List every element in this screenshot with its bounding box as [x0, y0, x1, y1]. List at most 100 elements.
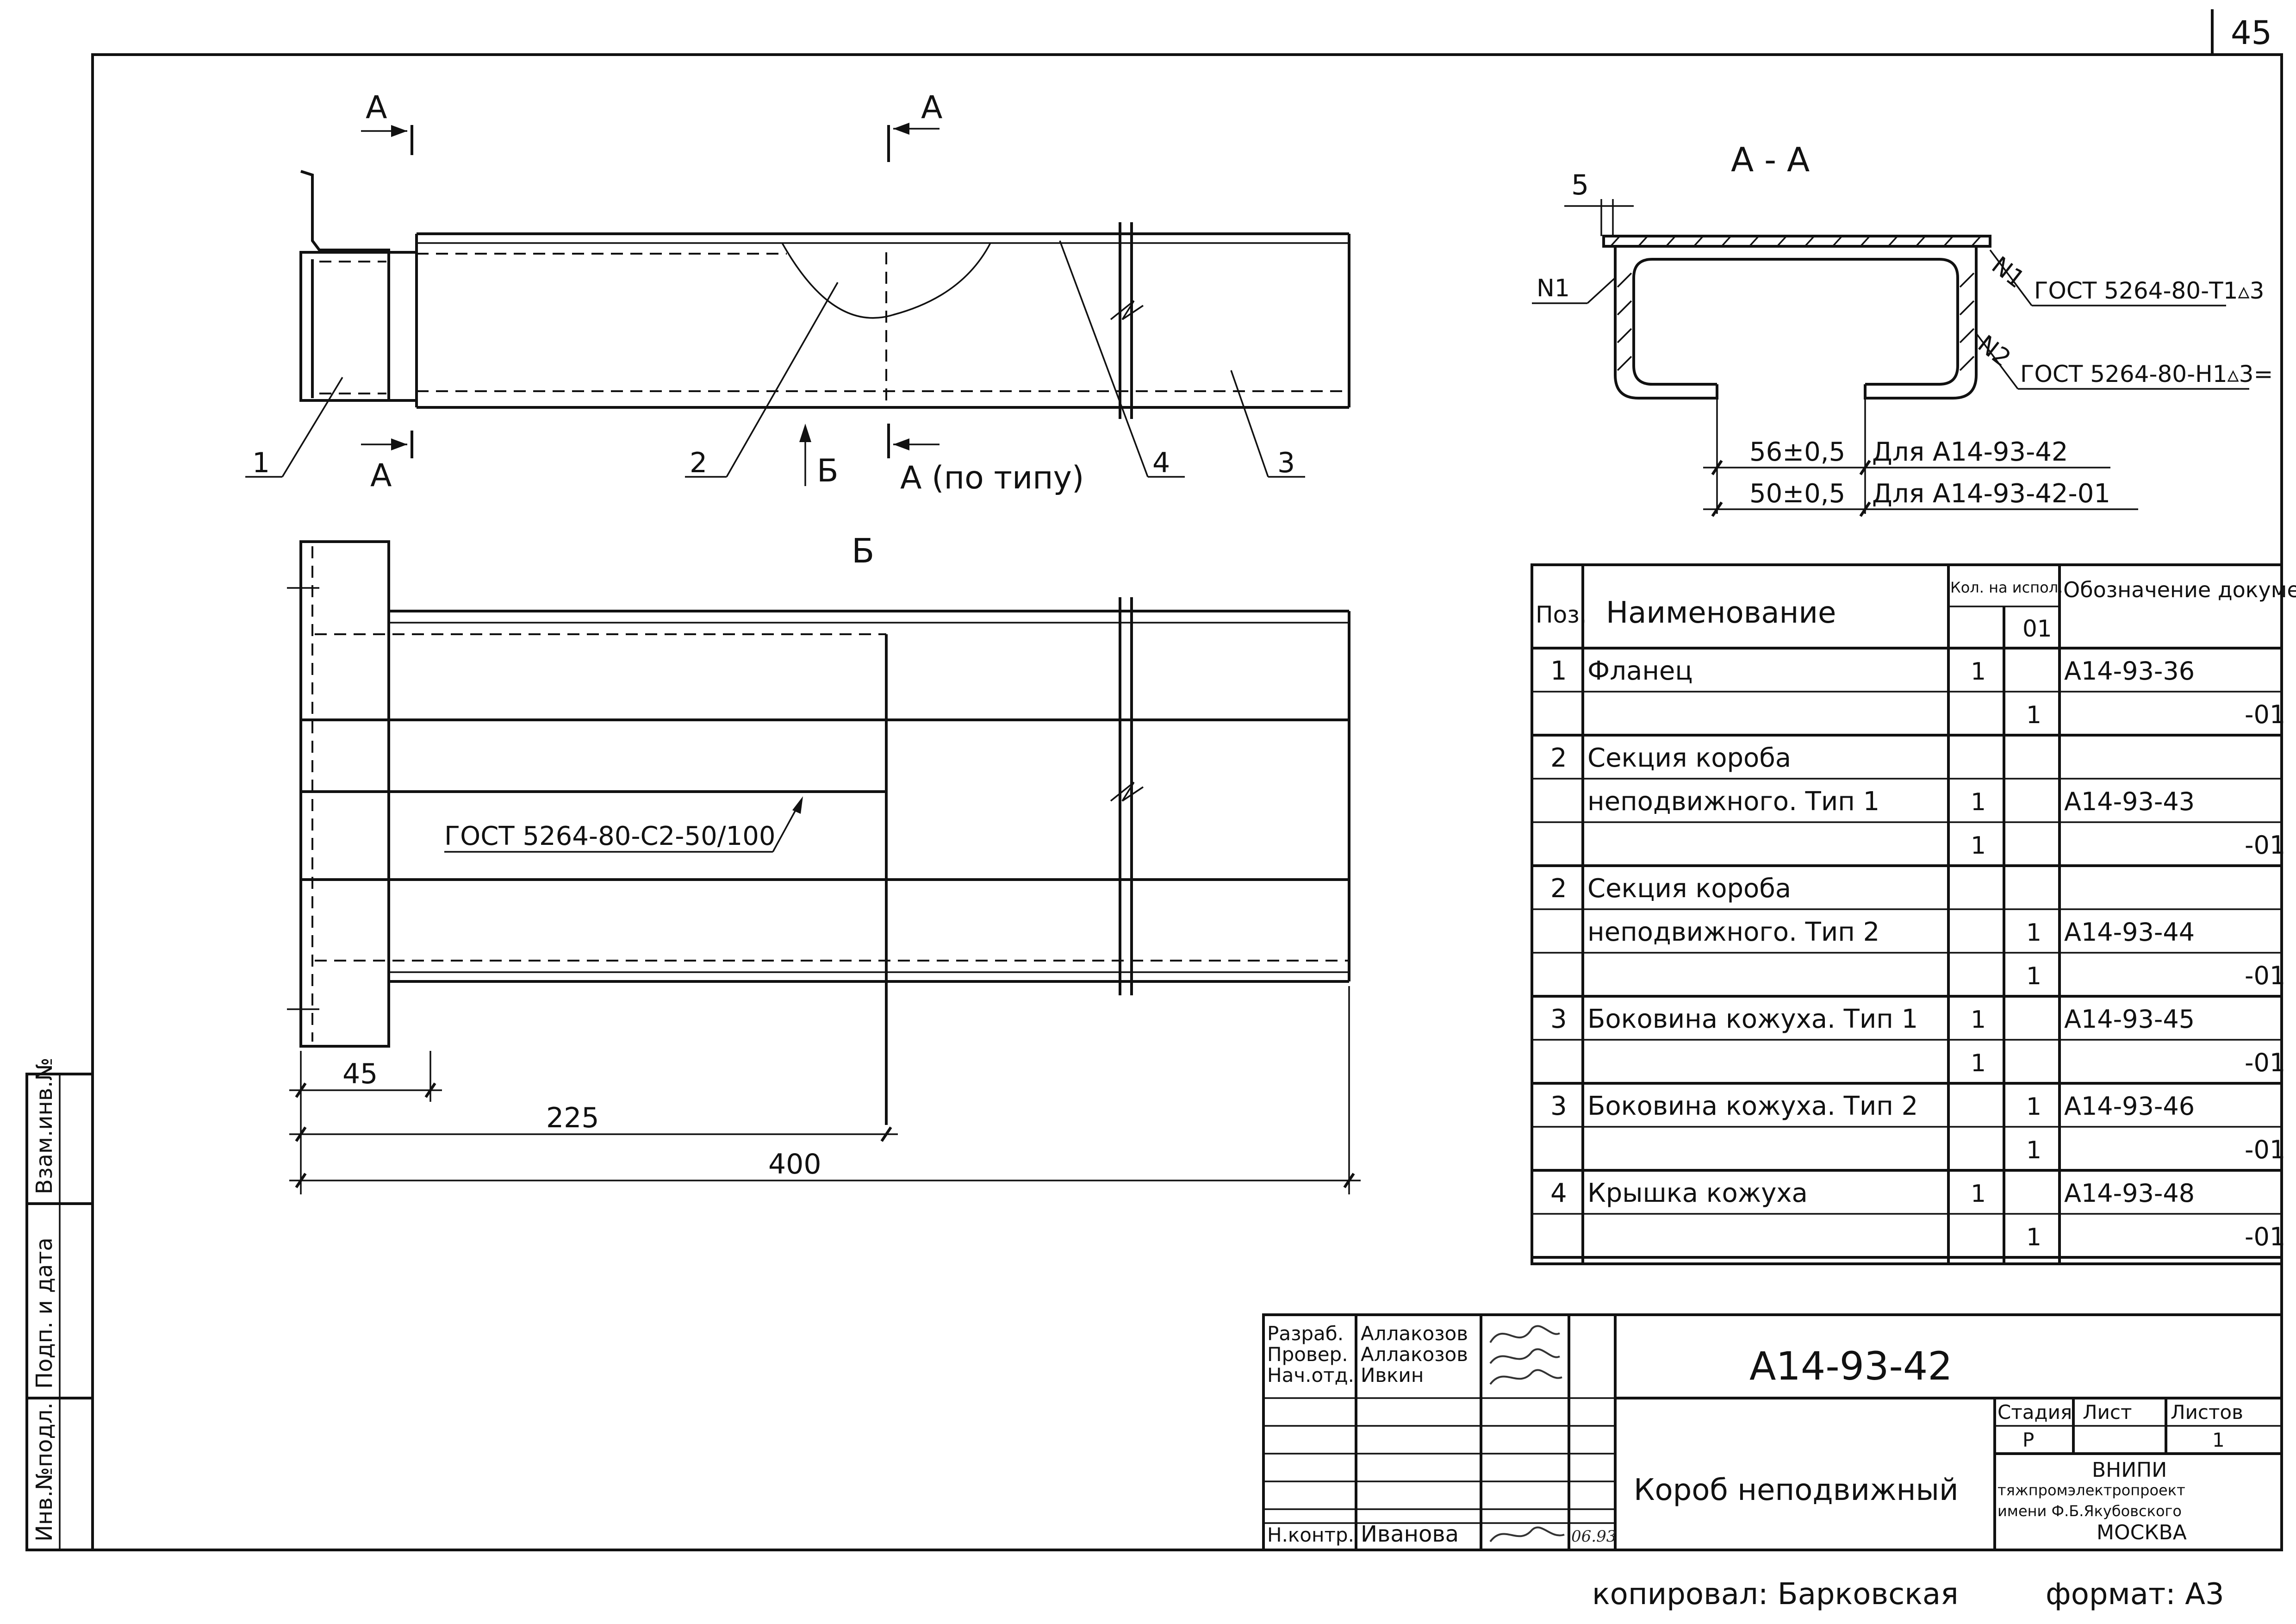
tb-name-razrab: Аллакозов	[1361, 1322, 1468, 1345]
spec-cell-doc: А14-93-44	[2064, 918, 2195, 947]
spec-cell-q0: 1	[1971, 1180, 1986, 1208]
sheet-frame	[91, 53, 2283, 1551]
tb-role-razrab: Разраб.	[1267, 1322, 1344, 1345]
tb-role-nkontr: Н.контр.	[1267, 1524, 1354, 1546]
signature-razrab	[1489, 1325, 1560, 1343]
spec-cell-q1: 1	[2026, 1137, 2041, 1164]
section-dim-5: 5	[1571, 169, 1589, 201]
section-aa: А - А 5 N1 N1 ГОСТ 5264-80-Т1▵3 N2 ГОСТ …	[1532, 140, 2273, 517]
spec-cell-doc: -01	[2245, 1135, 2285, 1164]
section-mark-bottom-left: А	[370, 457, 392, 494]
spec-cell-q1: 1	[2026, 701, 2041, 729]
spec-cell-doc: А14-93-45	[2064, 1005, 2195, 1034]
section-aa-title: А - А	[1731, 140, 1810, 179]
section-dim-50-note: Для А14-93-42-01	[1872, 479, 2110, 509]
section-dim-50: 50±0,5	[1749, 479, 1845, 509]
plan-view-title: Б	[852, 531, 874, 570]
spec-cell-name: неподвижного. Тип 1	[1587, 787, 1879, 817]
spec-header-doc: Обозначение документа	[2063, 577, 2296, 602]
section-dim-56: 56±0,5	[1749, 437, 1845, 467]
spec-cell-name: Боковина кожуха. Тип 1	[1587, 1004, 1918, 1034]
tb-sheets: 1	[2212, 1429, 2225, 1451]
spec-cell-q0: 1	[1971, 1049, 1986, 1077]
spec-cell-pos: 3	[1550, 1091, 1567, 1121]
spec-cell-name: Боковина кожуха. Тип 2	[1587, 1091, 1918, 1121]
spec-cell-q1: 1	[2026, 1224, 2041, 1251]
spec-header-qty: Кол. на испол.	[1950, 579, 2063, 596]
spec-cell-q0: 1	[1971, 658, 1986, 686]
side-inv-podl: Инв.№подл.	[31, 1402, 57, 1542]
pos-2-label: 2	[690, 447, 707, 479]
section-mark-note: А (по типу)	[900, 460, 1084, 496]
plan-weld-note: ГОСТ 5264-80-С2-50/100	[444, 821, 775, 851]
spec-cell-name: Фланец	[1587, 656, 1693, 686]
spec-cell-q0: 1	[1971, 788, 1986, 816]
signature-prover	[1489, 1348, 1560, 1364]
tb-sheets-label: Листов	[2171, 1401, 2243, 1424]
tb-role-prover: Провер.	[1267, 1343, 1348, 1366]
tb-org-2: тяжпромэлектропроект	[1997, 1481, 2185, 1499]
section-mark-top-left: А	[366, 89, 387, 126]
pos-3-label: 3	[1277, 447, 1295, 479]
spec-cell-pos: 1	[1550, 656, 1567, 686]
spec-cell-doc: -01	[2245, 1048, 2285, 1077]
spec-cell-doc: А14-93-46	[2064, 1092, 2195, 1121]
signature-nach	[1489, 1369, 1562, 1385]
spec-cell-q1: 1	[2026, 919, 2041, 947]
tb-org-4: МОСКВА	[2097, 1521, 2187, 1544]
page-number: 45	[2231, 14, 2272, 52]
spec-header-name: Наименование	[1606, 596, 1836, 630]
spec-cell-pos: 3	[1550, 1004, 1567, 1034]
tb-org-1: ВНИПИ	[2092, 1458, 2167, 1482]
tb-sheet-label: Лист	[2083, 1401, 2132, 1424]
main-view: А А А А (по типу) Б 1 2 4 3	[245, 89, 1350, 496]
signature-nkontr	[1489, 1526, 1565, 1543]
section-weld-n1-left: N1	[1537, 275, 1570, 302]
plan-dim-225: 225	[546, 1102, 599, 1134]
copied-by: копировал: Барковская	[1592, 1577, 1959, 1612]
side-stamp: Инв.№подл. Подп. и дата Взам.инв.№	[25, 1058, 94, 1551]
spec-cell-q1: 1	[2026, 1093, 2041, 1121]
spec-cell-name: неподвижного. Тип 2	[1587, 917, 1879, 947]
section-weld-n1-right: N1	[1986, 251, 2030, 294]
spec-cell-name: Крышка кожуха	[1587, 1178, 1808, 1208]
plan-dim-45: 45	[342, 1058, 378, 1090]
title-block: Разраб. Провер. Нач.отд. Н.контр. Аллако…	[1262, 1313, 2283, 1551]
spec-header-pos: Поз.	[1536, 601, 1587, 628]
spec-cell-pos: 2	[1550, 874, 1567, 904]
spec-cell-q0: 1	[1971, 832, 1986, 860]
spec-cell-doc: А14-93-36	[2064, 656, 2195, 686]
spec-cell-q0: 1	[1971, 1006, 1986, 1034]
spec-cell-q1: 1	[2026, 962, 2041, 990]
spec-cell-doc: А14-93-48	[2064, 1179, 2195, 1208]
section-weld-note-1: ГОСТ 5264-80-Т1▵3	[2034, 277, 2264, 304]
tb-name-nkontr: Иванова	[1361, 1521, 1459, 1547]
tb-date: 06.93	[1571, 1527, 1616, 1546]
pos-1-label: 1	[252, 447, 270, 479]
spec-cell-doc: -01	[2245, 1222, 2285, 1251]
section-mark-top-right: А	[921, 89, 943, 126]
spec-cell-pos: 2	[1550, 743, 1567, 773]
section-dim-56-note: Для А14-93-42	[1872, 437, 2068, 467]
spec-cell-doc: -01	[2245, 831, 2285, 860]
plan-view: Б ГОСТ 5264-80-С2-50/100 45 225 40	[287, 531, 1361, 1194]
tb-stage-label: Стадия	[1997, 1401, 2072, 1424]
tb-name-nach: Ивкин	[1361, 1364, 1424, 1387]
spec-cell-doc: А14-93-43	[2064, 787, 2195, 816]
plan-dim-400: 400	[768, 1148, 821, 1181]
format-label: формат: А3	[2046, 1577, 2224, 1612]
tb-name-prover: Аллакозов	[1361, 1343, 1468, 1366]
spec-cell-name: Секция короба	[1587, 874, 1791, 904]
spec-cell-doc: -01	[2245, 961, 2285, 990]
pos-4-label: 4	[1152, 447, 1170, 479]
section-weld-note-2: ГОСТ 5264-80-Н1▵3=	[2020, 361, 2273, 387]
spec-cell-doc: -01	[2245, 700, 2285, 729]
tb-org-3: имени Ф.Б.Якубовского	[1997, 1502, 2182, 1520]
spec-cell-pos: 4	[1550, 1178, 1567, 1208]
spec-cell-name: Секция короба	[1587, 743, 1791, 773]
tb-designation: А14-93-42	[1749, 1343, 1953, 1389]
tb-role-nach: Нач.отд.	[1267, 1364, 1354, 1387]
view-b-arrow-label: Б	[817, 453, 839, 489]
spec-header-qty-sub: 01	[2022, 615, 2052, 642]
